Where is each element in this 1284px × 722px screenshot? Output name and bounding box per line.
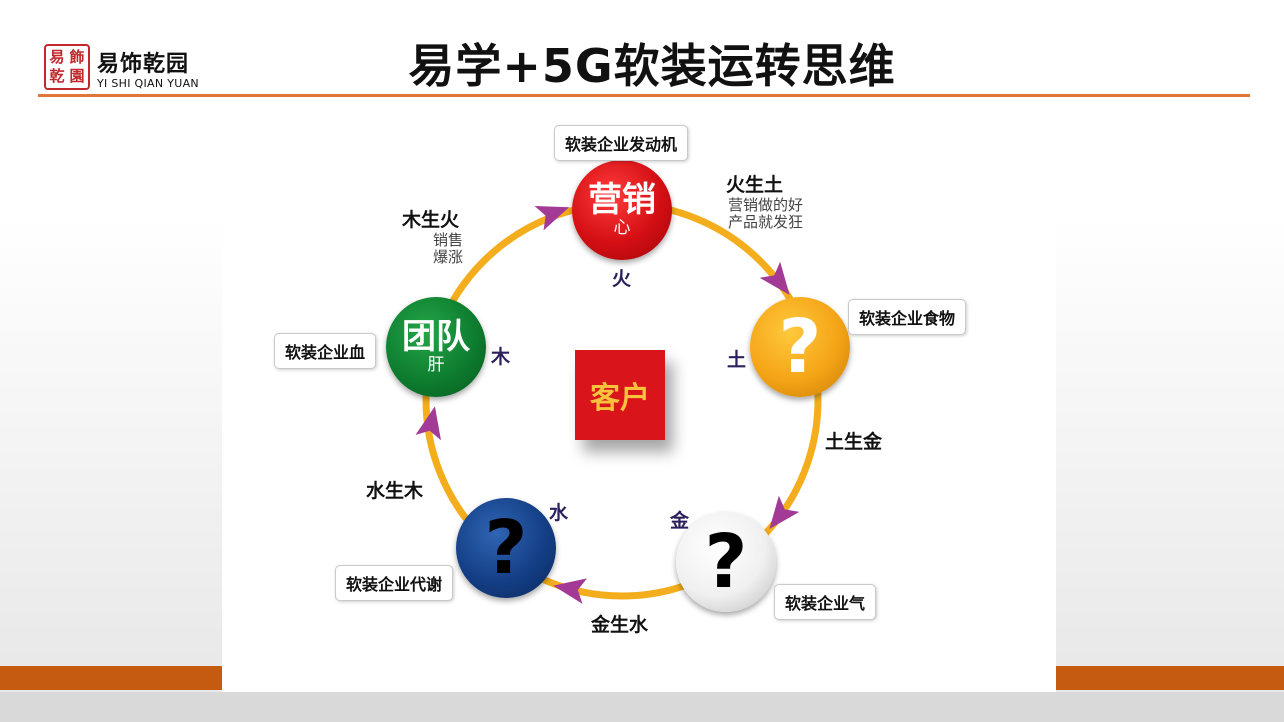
arrow-metal-water-icon (553, 578, 587, 604)
relation-earth-metal: 土生金 (825, 431, 883, 453)
center-customer: 客户 (575, 350, 665, 440)
element-wood: 木 (491, 346, 511, 368)
node-fire-marketing: 营销 心 (572, 160, 672, 260)
element-water: 水 (549, 502, 569, 524)
label-fire: 软装企业发动机 (554, 125, 689, 161)
relation-metal-water: 金生水 (591, 614, 649, 636)
arrow-wood-fire-icon (534, 205, 570, 231)
node-fire-organ: 心 (613, 218, 631, 238)
node-water: ? (456, 498, 556, 598)
page-title: 易学+5G软装运转思维 (408, 39, 896, 93)
label-earth: 软装企业食物 (848, 299, 967, 335)
label-wood: 软装企业血 (274, 333, 377, 369)
relation-wood-fire-note-1: 销售 (433, 231, 464, 249)
node-metal: ? (676, 512, 776, 612)
footer-band-left (0, 666, 222, 690)
label-water: 软装企业代谢 (335, 565, 454, 601)
node-metal-question-icon: ? (704, 519, 748, 605)
relation-wood-fire: 木生火 (402, 209, 460, 231)
label-metal: 软装企业气 (774, 584, 877, 620)
relation-wood-fire-note-2: 爆涨 (433, 248, 464, 266)
footer-strip (0, 692, 1284, 722)
relation-fire-earth-note-1: 营销做的好 (728, 196, 804, 214)
relation-fire-earth: 火生土 (726, 174, 784, 196)
node-water-question-icon: ? (484, 505, 528, 591)
node-earth-question-icon: ? (778, 304, 822, 390)
node-wood-organ: 肝 (427, 355, 445, 375)
element-fire: 火 (612, 268, 632, 290)
element-metal: 金 (670, 510, 690, 532)
relation-fire-earth-note-2: 产品就发狂 (728, 213, 804, 231)
arrow-water-wood-icon (415, 406, 441, 441)
footer-band-right (1056, 666, 1284, 690)
node-earth: ? (750, 297, 850, 397)
node-wood-team: 团队 肝 (386, 297, 486, 397)
logo-name-cn: 易饰乾园 (97, 52, 190, 77)
node-fire-title: 营销 (588, 180, 656, 220)
arrow-fire-earth-icon (759, 261, 790, 296)
relation-water-wood: 水生木 (366, 480, 424, 502)
node-wood-title: 团队 (402, 317, 470, 357)
arrow-earth-metal-icon (769, 495, 800, 530)
logo-seal-icon: 易飾 乾園 (44, 44, 90, 90)
title-divider (38, 94, 1250, 97)
logo-name-en: YI SHI QIAN YUAN (97, 77, 199, 90)
element-earth: 土 (727, 349, 747, 371)
